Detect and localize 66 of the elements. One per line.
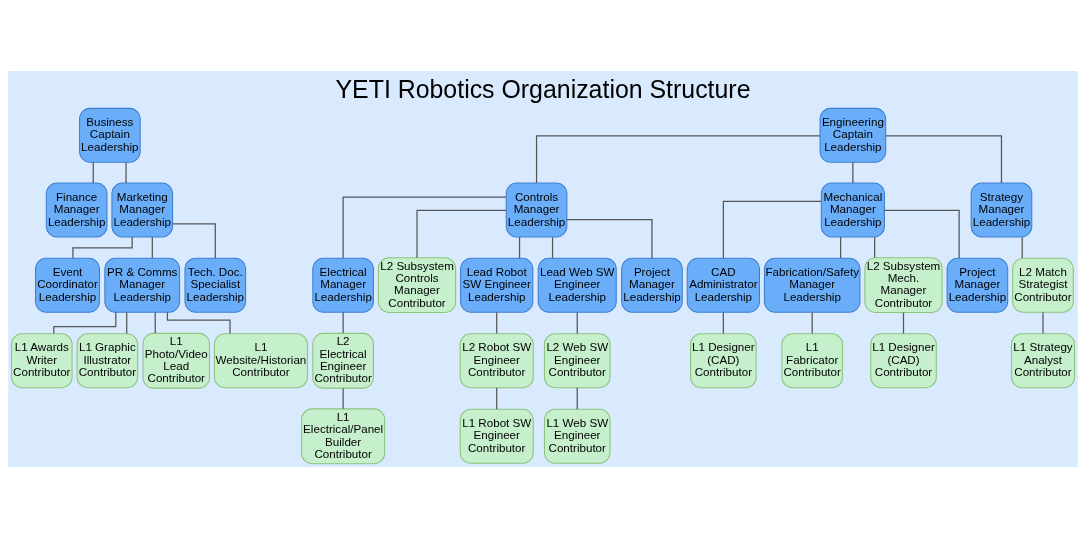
node-box: Event Coordinator Leadership <box>35 257 100 313</box>
node-box: Business Captain Leadership <box>79 107 141 163</box>
node-box: Engineering Captain Leadership <box>819 107 887 163</box>
connector <box>722 200 822 259</box>
node-box: Lead Web SW Engineer Leadership <box>537 257 617 313</box>
node-box: L1 Electrical/Panel Builder Contributor <box>301 408 386 465</box>
connector <box>722 311 724 335</box>
connector <box>902 312 905 335</box>
node-box: Lead Robot SW Engineer Leadership <box>460 257 534 313</box>
connector <box>171 223 216 259</box>
node-box: L2 Subsystem Mech. Manager Contributor <box>864 257 943 314</box>
connector <box>496 311 498 335</box>
connector <box>551 236 554 259</box>
node-box: L1 Graphic Illustrator Contributor <box>76 333 139 389</box>
connector <box>342 311 344 334</box>
connector <box>885 135 1003 184</box>
connector <box>342 387 344 410</box>
node-box: L1 Awards Writer Contributor <box>10 333 73 389</box>
connector <box>342 196 507 259</box>
node-box: Mechanical Manager Leadership <box>820 182 885 238</box>
connector <box>154 311 156 334</box>
node-box: Project Manager Leadership <box>621 257 683 313</box>
node-box: L1 Designer (CAD) Contributor <box>870 333 937 389</box>
node-box: L1 Strategy Analyst Contributor <box>1010 333 1076 389</box>
node-box: Electrical Manager Leadership <box>312 257 374 313</box>
node-box: Strategy Manager Leadership <box>970 182 1033 238</box>
node-box: CAD Administrator Leadership <box>686 257 760 313</box>
node-box: Fabrication/Safety Manager Leadership <box>763 257 861 313</box>
connector <box>576 387 578 410</box>
connector <box>92 161 94 184</box>
connector <box>566 218 653 259</box>
connector <box>126 311 128 335</box>
connector <box>576 311 578 335</box>
node-box: L1 Fabricator Contributor <box>781 333 844 389</box>
node-box: Finance Manager Leadership <box>45 182 108 238</box>
diagram-title: YETI Robotics Organization Structure <box>335 74 751 103</box>
connector <box>518 236 521 259</box>
connector <box>151 236 153 259</box>
connector <box>840 236 842 259</box>
connector <box>1042 311 1044 335</box>
node-box: Tech. Doc. Specialist Leadership <box>184 257 247 313</box>
node-box: L2 Web SW Engineer Contributor <box>543 333 611 389</box>
node-box: L2 Match Strategist Contributor <box>1012 257 1074 313</box>
connector <box>72 236 133 259</box>
node-box: PR & Comms Manager Leadership <box>104 257 181 313</box>
node-box: L2 Robot SW Engineer Contributor <box>459 333 534 389</box>
node-box: L2 Subsystem Controls Manager Contributor <box>377 257 457 314</box>
node-box: L1 Web SW Engineer Contributor <box>543 408 611 464</box>
connector <box>883 209 960 259</box>
connector <box>852 161 854 184</box>
connector <box>811 311 813 335</box>
connector <box>53 311 117 335</box>
node-box: L1 Photo/Video Lead Contributor <box>142 332 210 389</box>
node-box: L1 Designer (CAD) Contributor <box>690 333 757 389</box>
node-box: L2 Electrical Engineer Contributor <box>312 332 374 389</box>
connector <box>1021 236 1023 259</box>
connector <box>125 161 127 184</box>
connector <box>535 135 821 184</box>
connector <box>416 209 507 259</box>
node-box: L1 Website/Historian Contributor <box>213 333 308 389</box>
node-box: L1 Robot SW Engineer Contributor <box>459 408 534 464</box>
node-box: Marketing Manager Leadership <box>111 182 174 238</box>
node-box: Project Manager Leadership <box>946 257 1009 313</box>
connector <box>874 236 876 259</box>
connector <box>496 387 498 410</box>
node-box: Controls Manager Leadership <box>505 182 568 238</box>
